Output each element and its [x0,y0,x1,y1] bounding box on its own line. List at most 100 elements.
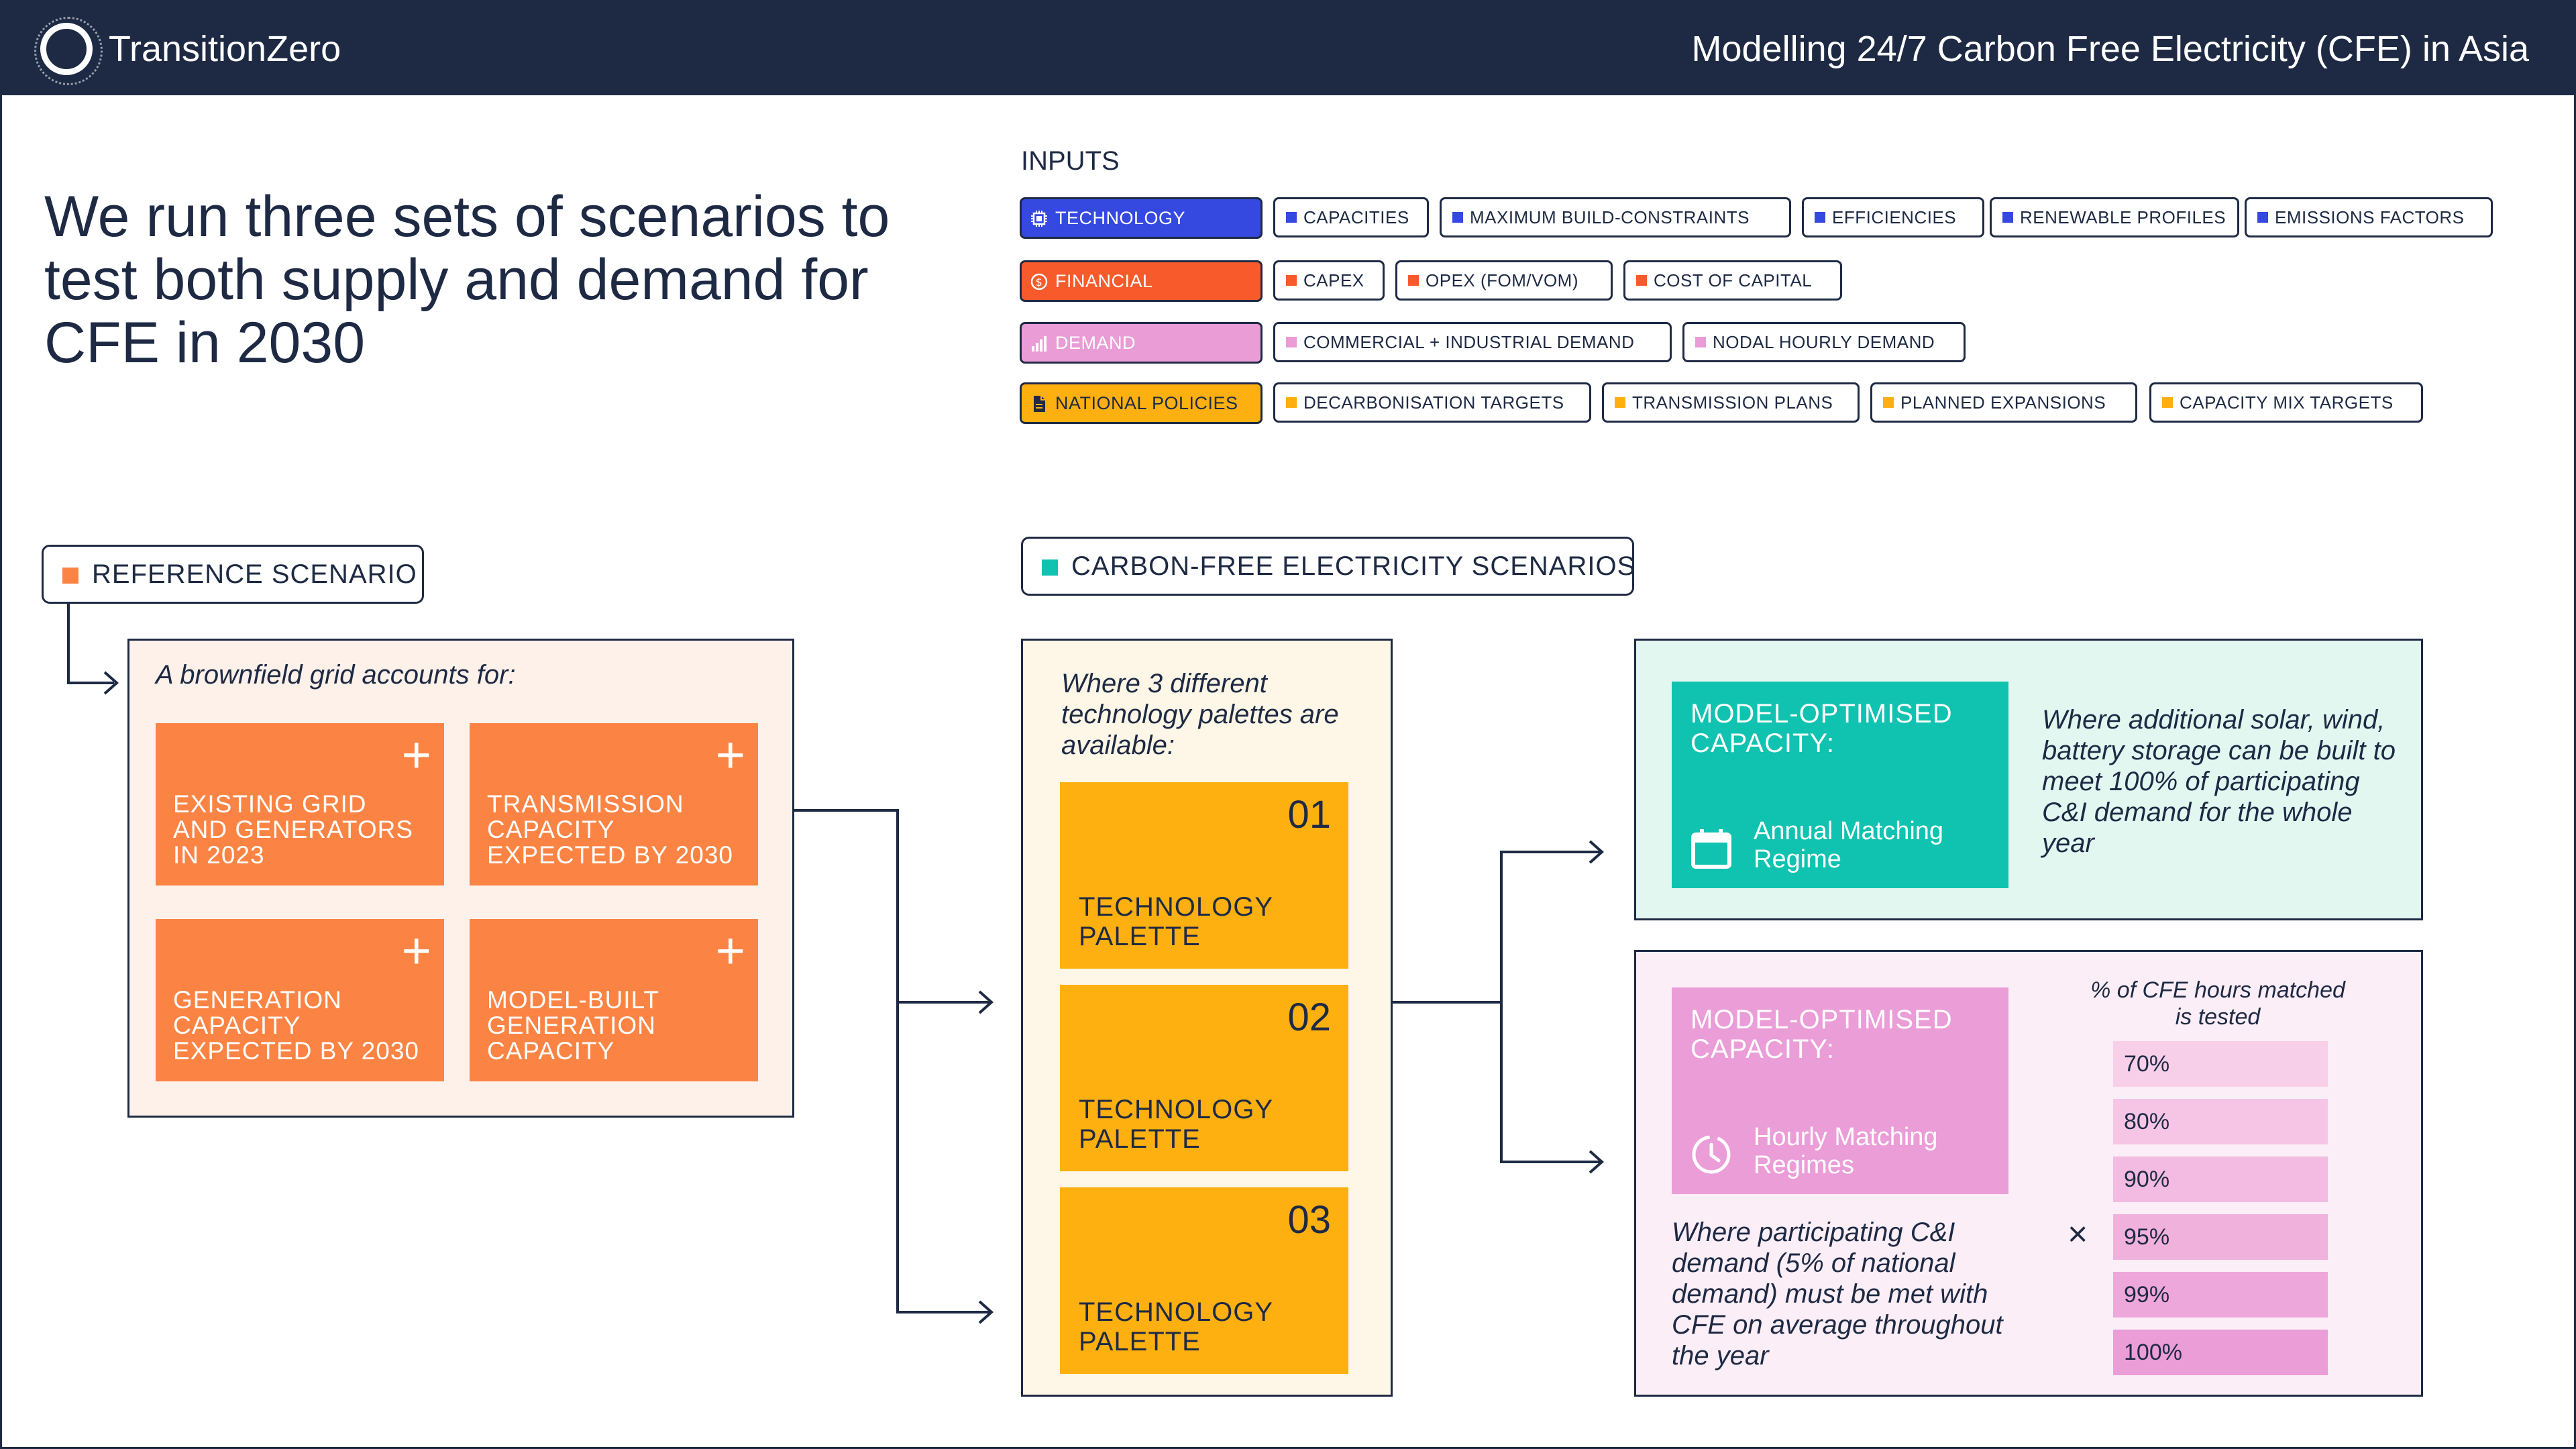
reference-card: + TRANSMISSION CAPACITY EXPECTED BY 2030 [470,723,758,885]
input-chip: MAXIMUM BUILD-CONSTRAINTS [1440,197,1791,237]
palette-label: TECHNOLOGY PALETTE [1079,1297,1273,1356]
chip-label: CAPACITY MIX TARGETS [2180,392,2394,413]
input-chip: EMISSIONS FACTORS [2245,197,2493,237]
reference-card: + EXISTING GRID AND GENERATORS IN 2023 [156,723,444,885]
coin-icon: $ [1030,272,1049,291]
input-chip: RENEWABLE PROFILES [1990,197,2239,237]
reference-scenario-tag: REFERENCE SCENARIO [42,545,424,604]
hourly-matching-card: MODEL-OPTIMISED CAPACITY: Hourly Matchin… [1672,987,2008,1194]
reference-card: + MODEL-BUILT GENERATION CAPACITY [470,919,758,1081]
chip-label: OPEX (FOM/VOM) [1426,270,1578,290]
bullet-square [1408,275,1419,286]
bullet-square [1695,337,1706,347]
bullet-square [2002,212,2013,223]
slide-frame [0,95,2576,1449]
bullet-square [62,568,78,584]
input-chip: EFFICIENCIES [1802,197,1984,237]
category-label: DEMAND [1055,333,1136,353]
palette-number: 03 [1287,1198,1331,1242]
reference-card: + GENERATION CAPACITY EXPECTED BY 2030 [156,919,444,1081]
chip-label: PLANNED EXPANSIONS [1900,392,2106,413]
palette-number: 01 [1287,793,1331,837]
chip-label: COST OF CAPITAL [1654,270,1813,290]
cfe-percentage-row: 90% [2113,1157,2328,1202]
bullet-square [1452,212,1463,223]
chip-label: RENEWABLE PROFILES [2020,207,2226,227]
chip-label: MAXIMUM BUILD-CONSTRAINTS [1470,207,1750,227]
bullet-square [1286,275,1297,286]
input-chip: CAPACITY MIX TARGETS [2149,382,2423,423]
chip-label: DECARBONISATION TARGETS [1303,392,1564,413]
palette-number: 02 [1287,996,1331,1039]
card-regime: Annual Matching Regime [1754,817,1944,873]
bar-chart-icon [1030,334,1049,353]
bullet-square [1636,275,1647,286]
plus-icon: + [715,727,746,784]
input-chip: NODAL HOURLY DEMAND [1682,322,1966,362]
bullet-square [1883,397,1894,408]
cfe-percentage-row: 70% [2113,1041,2328,1087]
chip-label: TRANSMISSION PLANS [1632,392,1833,413]
bullet-square [1615,397,1625,408]
cfe-percentage-row: 100% [2113,1330,2328,1375]
chip-label: CAPACITIES [1303,207,1409,227]
input-chip: OPEX (FOM/VOM) [1395,260,1613,301]
cfe-percentage-row: 95% [2113,1214,2328,1260]
reference-card-label: TRANSMISSION CAPACITY EXPECTED BY 2030 [487,790,733,869]
cfe-percentage-row: 80% [2113,1099,2328,1144]
chip-label: CAPEX [1303,270,1364,290]
card-regime: Hourly Matching Regimes [1754,1123,1938,1179]
bullet-square [1815,212,1825,223]
bullet-square [1286,337,1297,347]
hourly-description: Where participating C&I demand (5% of na… [1672,1218,2003,1371]
chip-label: EFFICIENCIES [1832,207,1957,227]
input-chip: CAPEX [1273,260,1385,301]
section-tag-label: CARBON-FREE ELECTRICITY SCENARIOS [1071,551,1636,581]
header-title: Modelling 24/7 Carbon Free Electricity (… [1691,29,2530,69]
section-tag-label: REFERENCE SCENARIO [92,559,417,589]
card-title: MODEL-OPTIMISED CAPACITY: [1690,699,1953,758]
annual-description: Where additional solar, wind, battery st… [2042,705,2396,858]
category-label: NATIONAL POLICIES [1055,393,1238,413]
category-national-policies: NATIONAL POLICIES [1020,382,1263,424]
cfe-scenarios-tag: CARBON-FREE ELECTRICITY SCENARIOS [1021,537,1636,596]
category-label: TECHNOLOGY [1055,208,1186,228]
reference-intro: A brownfield grid accounts for: [156,660,516,690]
clock-icon [1692,1135,1731,1174]
multiply-icon: × [2068,1215,2088,1254]
bullet-square [2162,397,2173,408]
chip-label: COMMERCIAL + INDUSTRIAL DEMAND [1303,332,1635,352]
cfe-hours-title: % of CFE hours matched is tested [2090,977,2345,1030]
palette-intro: Where 3 different technology palettes ar… [1061,669,1339,760]
palette-label: TECHNOLOGY PALETTE [1079,892,1273,951]
category-demand: DEMAND [1020,322,1263,364]
annual-matching-card: MODEL-OPTIMISED CAPACITY: Annual Matchin… [1672,682,2008,888]
bullet-square [1286,212,1297,223]
plus-icon: + [401,922,432,979]
plus-icon: + [715,922,746,979]
input-chip: COMMERCIAL + INDUSTRIAL DEMAND [1273,322,1672,362]
category-technology: TECHNOLOGY [1020,197,1263,239]
calendar-icon [1691,829,1731,869]
technology-palette-card: 02 TECHNOLOGY PALETTE [1060,985,1348,1171]
reference-card-label: EXISTING GRID AND GENERATORS IN 2023 [173,790,414,869]
category-financial: $ FINANCIAL [1020,260,1263,302]
document-icon [1030,394,1049,413]
input-chip: PLANNED EXPANSIONS [1870,382,2137,423]
plus-icon: + [401,727,432,784]
bullet-square [1042,559,1058,576]
bullet-square [2257,212,2268,223]
input-chip: COST OF CAPITAL [1623,260,1842,301]
technology-palette-card: 03 TECHNOLOGY PALETTE [1060,1187,1348,1374]
svg-text:$: $ [1036,276,1043,288]
chip-icon [1030,209,1049,228]
bullet-square [1286,397,1297,408]
palette-label: TECHNOLOGY PALETTE [1079,1095,1273,1154]
input-chip: CAPACITIES [1273,197,1429,237]
category-label: FINANCIAL [1055,271,1153,291]
headline: We run three sets of scenarios to test b… [44,184,890,375]
header-bar: TransitionZero Modelling 24/7 Carbon Fre… [0,0,2576,95]
logo-icon [34,17,103,85]
reference-card-label: GENERATION CAPACITY EXPECTED BY 2030 [173,986,419,1065]
